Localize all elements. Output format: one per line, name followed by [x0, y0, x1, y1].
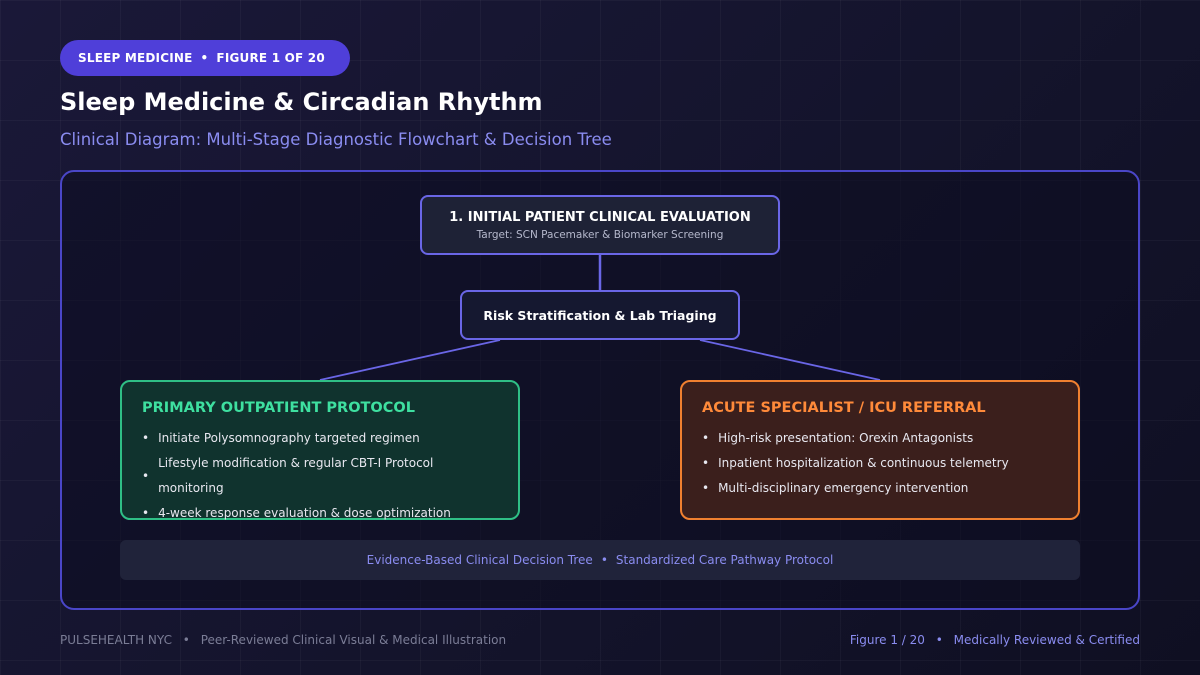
list-item-text: Lifestyle modification & regular CBT-I P…	[158, 456, 434, 495]
list-item: • High-risk presentation: Orexin Antagon…	[702, 426, 1058, 451]
list-item: • Lifestyle modification & regular CBT-I…	[142, 451, 498, 501]
acute-referral-card: ACUTE SPECIALIST / ICU REFERRAL • High-r…	[680, 380, 1080, 520]
primary-outpatient-title: PRIMARY OUTPATIENT PROTOCOL	[142, 400, 415, 416]
page-subtitle: Clinical Diagram: Multi-Stage Diagnostic…	[60, 130, 612, 149]
bullet-icon: •	[702, 431, 710, 445]
list-item-text: 4-week response evaluation & dose optimi…	[158, 506, 451, 520]
footer-left-separator: •	[182, 633, 190, 647]
footer-left-text: Peer-Reviewed Clinical Visual & Medical …	[200, 633, 507, 647]
bullet-icon: •	[142, 431, 150, 445]
risk-triage-node: Risk Stratification & Lab Triaging	[460, 290, 740, 340]
list-item: • Initiate Polysomnography targeted regi…	[142, 426, 498, 451]
badge-category: SLEEP MEDICINE	[78, 51, 193, 65]
primary-outpatient-list: • Initiate Polysomnography targeted regi…	[142, 426, 498, 526]
bullet-icon: •	[702, 481, 710, 495]
page-title: Sleep Medicine & Circadian Rhythm	[60, 88, 543, 116]
list-item: • Multi-disciplinary emergency intervent…	[702, 476, 1058, 501]
list-item-text: Inpatient hospitalization & continuous t…	[718, 456, 1009, 470]
list-item-text: Initiate Polysomnography targeted regime…	[158, 431, 420, 445]
initial-evaluation-title: 1. INITIAL PATIENT CLINICAL EVALUATION	[449, 209, 751, 225]
acute-referral-list: • High-risk presentation: Orexin Antagon…	[702, 426, 1058, 501]
list-item-text: High-risk presentation: Orexin Antagonis…	[718, 431, 974, 445]
initial-evaluation-node: 1. INITIAL PATIENT CLINICAL EVALUATION T…	[420, 195, 780, 255]
list-item-text: Multi-disciplinary emergency interventio…	[718, 481, 969, 495]
category-badge: SLEEP MEDICINE • FIGURE 1 OF 20	[60, 40, 350, 76]
list-item: • 4-week response evaluation & dose opti…	[142, 501, 498, 526]
bullet-icon: •	[702, 456, 710, 470]
list-item: • Inpatient hospitalization & continuous…	[702, 451, 1058, 476]
badge-figure: FIGURE 1 OF 20	[216, 51, 325, 65]
footer-bar-left: Evidence-Based Clinical Decision Tree	[366, 553, 593, 567]
acute-referral-title: ACUTE SPECIALIST / ICU REFERRAL	[702, 400, 986, 416]
footer-right-separator: •	[935, 633, 943, 647]
footer-bar-right: Standardized Care Pathway Protocol	[615, 553, 834, 567]
badge-separator: •	[200, 51, 209, 65]
decision-tree-footer: Evidence-Based Clinical Decision Tree • …	[120, 540, 1080, 580]
page-footer-left: PULSEHEALTH NYC • Peer-Reviewed Clinical…	[60, 633, 506, 647]
footer-bar-separator: •	[600, 553, 608, 567]
primary-outpatient-card: PRIMARY OUTPATIENT PROTOCOL • Initiate P…	[120, 380, 520, 520]
bullet-icon: •	[142, 506, 150, 520]
figure-counter: Figure 1 / 20	[849, 633, 925, 647]
risk-triage-title: Risk Stratification & Lab Triaging	[483, 307, 717, 323]
page-footer-right: Figure 1 / 20 • Medically Reviewed & Cer…	[850, 633, 1140, 647]
initial-evaluation-subtitle: Target: SCN Pacemaker & Biomarker Screen…	[476, 228, 724, 241]
bullet-icon: •	[142, 468, 150, 483]
footer-right-text: Medically Reviewed & Certified	[953, 633, 1140, 647]
brand-name: PULSEHEALTH NYC	[60, 633, 172, 647]
